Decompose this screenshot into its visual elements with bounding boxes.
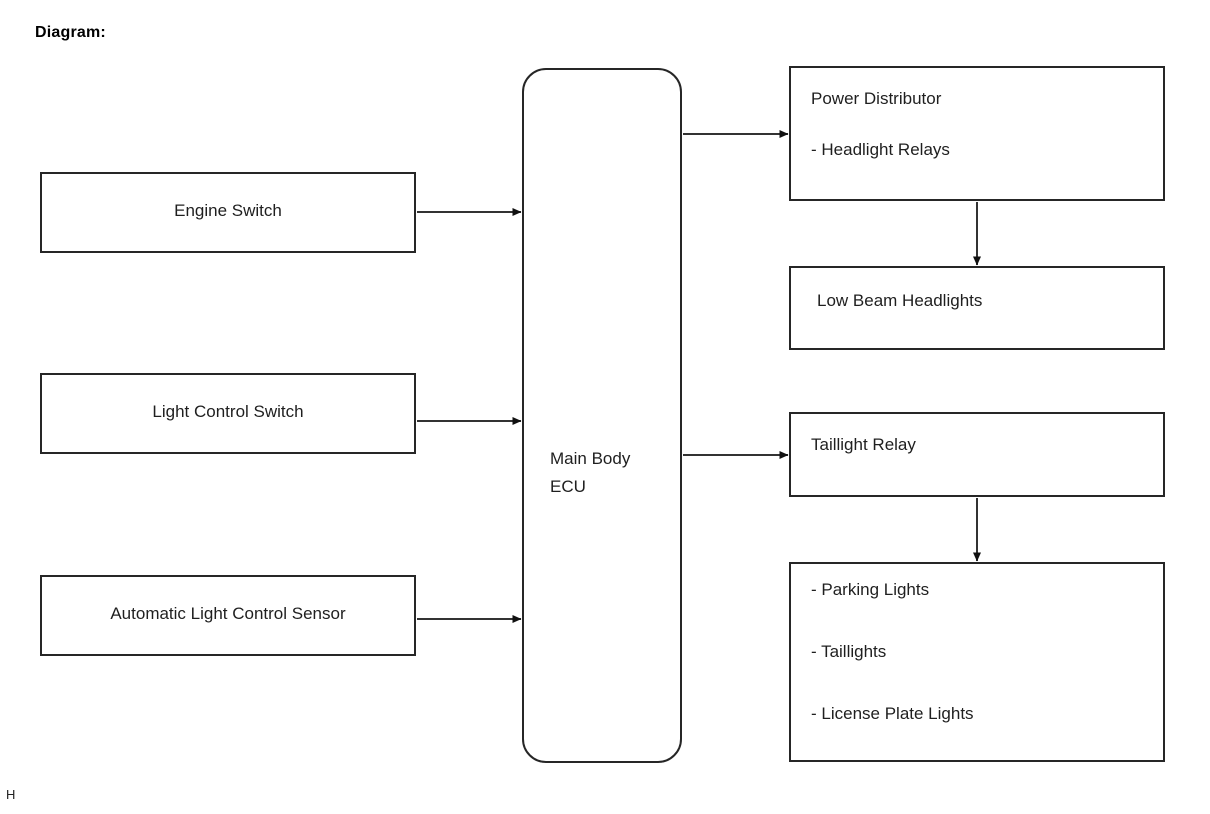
node-automatic-light-control-sensor-label: Automatic Light Control Sensor xyxy=(110,604,346,623)
node-main-body-ecu[interactable]: Main Body ECU xyxy=(522,68,682,763)
page-title: Diagram: xyxy=(35,24,106,41)
node-light-control-switch[interactable]: Light Control Switch xyxy=(40,373,416,454)
node-lamp-loads-content: - Parking Lights - Taillights - License … xyxy=(811,580,974,724)
low-beam-headlights-label: Low Beam Headlights xyxy=(817,291,983,310)
node-automatic-light-control-sensor[interactable]: Automatic Light Control Sensor xyxy=(40,575,416,656)
node-power-distributor[interactable]: Power Distributor - Headlight Relays xyxy=(789,66,1165,201)
power-distributor-title: Power Distributor xyxy=(811,89,942,108)
ecu-label-line-2: ECU xyxy=(550,477,586,496)
lamp-loads-item-license-plate-lights: - License Plate Lights xyxy=(811,704,974,723)
node-engine-switch[interactable]: Engine Switch xyxy=(40,172,416,253)
node-main-body-ecu-label: Main Body ECU xyxy=(550,449,630,497)
node-taillight-relay-content: Taillight Relay xyxy=(811,435,916,455)
node-engine-switch-label: Engine Switch xyxy=(174,201,282,220)
taillight-relay-label: Taillight Relay xyxy=(811,435,916,454)
ecu-label-line-1: Main Body xyxy=(550,449,631,468)
power-distributor-item-headlight-relays: - Headlight Relays xyxy=(811,140,950,159)
node-taillight-relay[interactable]: Taillight Relay xyxy=(789,412,1165,497)
node-light-control-switch-label: Light Control Switch xyxy=(152,402,304,421)
lamp-loads-item-parking-lights: - Parking Lights xyxy=(811,580,930,599)
node-low-beam-headlights[interactable]: Low Beam Headlights xyxy=(789,266,1165,350)
corner-mark: H xyxy=(6,787,16,802)
node-power-distributor-content: Power Distributor - Headlight Relays xyxy=(811,89,950,160)
lamp-loads-item-taillights: - Taillights xyxy=(811,642,887,661)
node-lamp-loads[interactable]: - Parking Lights - Taillights - License … xyxy=(789,562,1165,762)
node-low-beam-headlights-content: Low Beam Headlights xyxy=(817,291,982,311)
